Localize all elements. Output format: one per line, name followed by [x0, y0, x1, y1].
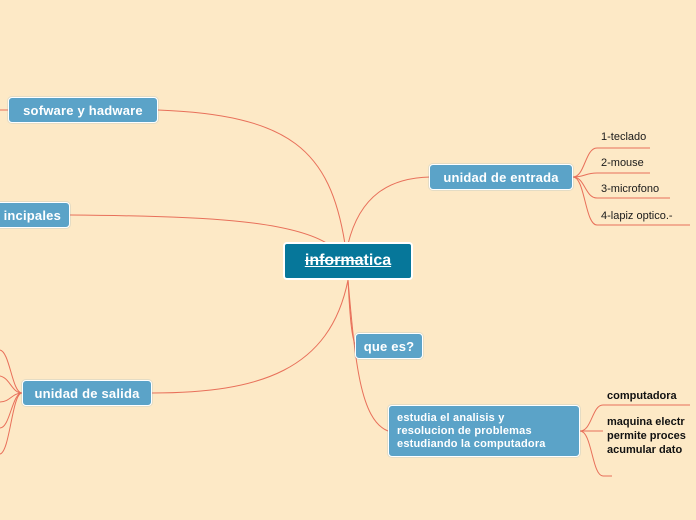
link-entrada — [347, 176, 431, 245]
node-label: unidad de entrada — [443, 169, 559, 185]
leaf-label: 1-teclado — [601, 131, 647, 143]
link-sofware — [157, 109, 346, 245]
link-principales — [69, 214, 329, 245]
node-que-es[interactable]: que es? — [355, 333, 423, 359]
node-unidad-de-entrada[interactable]: unidad de entrada — [429, 164, 573, 190]
link-estudia — [347, 279, 389, 432]
estudia-item-maquina-electronica[interactable]: maquina electr permite proces acumular d… — [607, 416, 686, 456]
entrada-item-mouse[interactable]: 2-mouse — [601, 157, 644, 169]
entrada-item-microfono[interactable]: 3-microfono — [601, 183, 659, 195]
link-salida — [151, 279, 349, 394]
estudia-item-computadora[interactable]: computadora — [607, 389, 677, 403]
leaf-label: 3-microfono — [601, 183, 660, 195]
node-unidad-de-salida[interactable]: unidad de salida — [22, 380, 152, 406]
node-label: unidad de salida — [34, 385, 140, 401]
central-label-part2: tica — [363, 252, 392, 269]
central-label-part1: informa — [304, 252, 364, 269]
node-sofware-y-hadware[interactable]: sofware y hadware — [8, 97, 158, 123]
entrada-item-lapiz-optico[interactable]: 4-lapiz optico.- — [601, 210, 673, 222]
leaf-label: 2-mouse — [601, 157, 644, 169]
node-label: sofware y hadware — [23, 102, 143, 118]
entrada-item-teclado[interactable]: 1-teclado — [601, 131, 646, 143]
node-principales[interactable]: incipales — [0, 202, 70, 228]
node-estudia-el-analisis[interactable]: estudia el analisis y resolucion de prob… — [388, 405, 580, 457]
node-label: estudia el analisis y resolucion de prob… — [397, 411, 546, 450]
node-label: incipales — [3, 207, 61, 223]
leaf-label: computadora — [607, 390, 677, 402]
node-label: que es? — [363, 338, 415, 354]
leaf-label: 4-lapiz optico.- — [601, 210, 673, 222]
